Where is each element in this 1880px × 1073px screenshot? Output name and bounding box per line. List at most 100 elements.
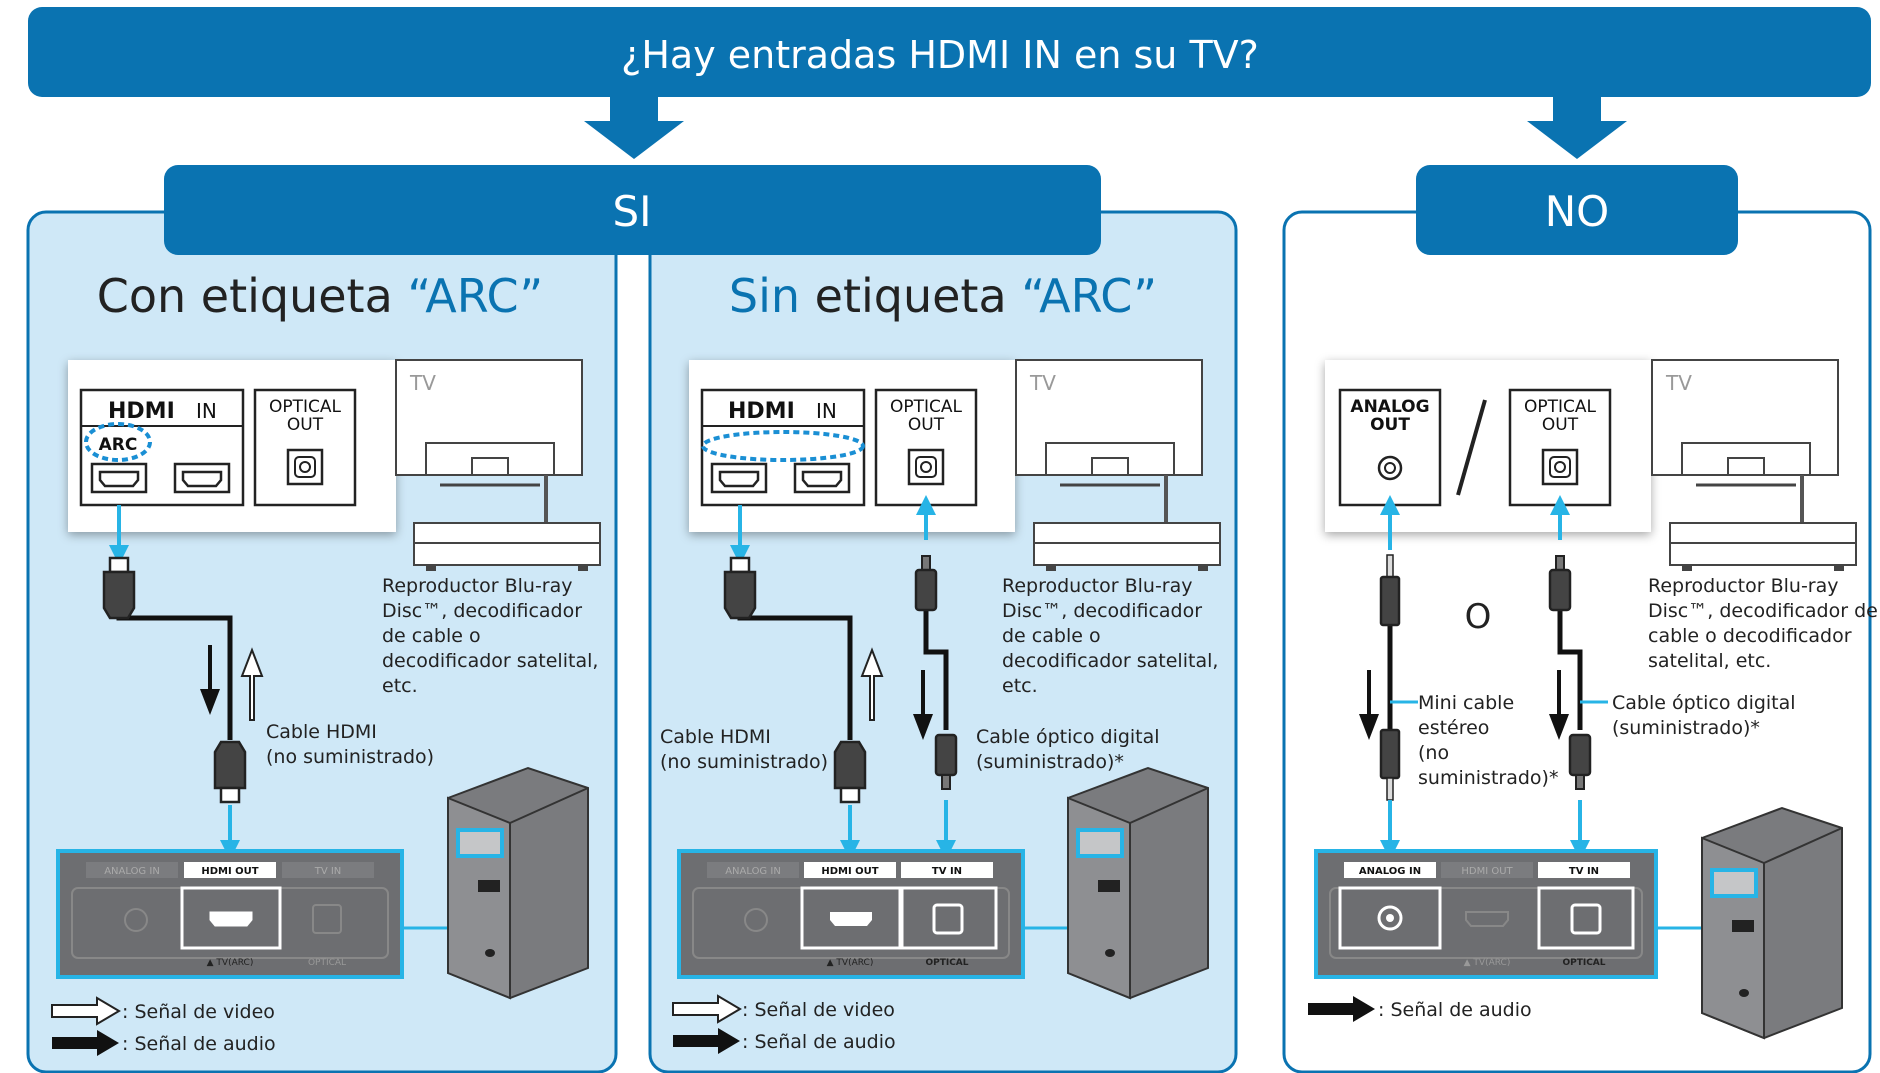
tv-label: TV [409, 371, 436, 395]
arc-highlight [84, 422, 152, 462]
optical-cable [923, 610, 949, 730]
svg-text:satelital, etc.: satelital, etc. [1648, 650, 1771, 672]
analog-in-label: ANALOG IN [1359, 866, 1421, 877]
tv-in-label: TV IN [932, 866, 962, 877]
no-arc-highlight [701, 430, 865, 462]
svg-text:etc.: etc. [382, 675, 418, 697]
optical-out-label: OPTICAL [890, 397, 963, 417]
panel-arc-title: Con etiqueta “ARC” [97, 269, 544, 323]
cable-label: Cable HDMI [266, 721, 377, 743]
player-description: Reproductor Blu-ray Disc™, decodificador… [382, 575, 598, 697]
optical-cable [1557, 610, 1583, 730]
svg-text:Disc™, decodificador de: Disc™, decodificador de [1648, 600, 1878, 622]
legend-video: : Señal de video [122, 1001, 275, 1023]
panel-no-content: ANALOG OUT OPTICAL OUT TV Reproductor Bl… [1308, 358, 1878, 1040]
audio-signal-arrow [1359, 670, 1379, 740]
no-label: NO [1545, 187, 1609, 236]
svg-text:Reproductor Blu-ray: Reproductor Blu-ray [382, 575, 573, 597]
analog-out-label: ANALOG [1350, 397, 1429, 417]
cable-label: Cable HDMI [660, 726, 771, 748]
audio-signal-arrow [200, 645, 220, 715]
slash-divider [1456, 399, 1487, 496]
analog-in-label: ANALOG IN [104, 866, 160, 877]
svg-text:de cable o: de cable o [382, 625, 481, 647]
panel-arc-content: HDMI IN ARC OPTICAL OUT TV Reproductor B… [51, 358, 602, 1056]
unit-sub-label: ▲ TV(ARC) [1464, 958, 1511, 968]
hdmi-out-label: HDMI OUT [201, 866, 258, 877]
cable-label: (no suministrado) [266, 746, 434, 768]
panel-noarc-content: HDMI IN OPTICAL OUT TV Reproductor Blu-r… [660, 358, 1222, 1054]
legend-video: : Señal de video [742, 999, 895, 1021]
unit-sub-label: ▲ TV(ARC) [827, 958, 874, 968]
hdmi-out-label: HDMI OUT [1461, 866, 1513, 877]
or-label: O [1465, 597, 1492, 637]
cable-label: Cable óptico digital [976, 726, 1160, 748]
optical-out-block [253, 388, 357, 507]
cable-label: estéreo [1418, 717, 1489, 739]
svg-text:cable o decodificador: cable o decodificador [1648, 625, 1852, 647]
audio-legend-arrow [52, 1030, 119, 1056]
soundbar-unit-icon [1700, 806, 1844, 1040]
cable-label: suministrado)* [1418, 767, 1558, 789]
player-description: Reproductor Blu-ray Disc™, decodificador… [1002, 575, 1218, 697]
yes-label: SI [612, 187, 651, 236]
svg-text:Disc™, decodificador: Disc™, decodificador [382, 600, 582, 622]
cable-label: (no [1418, 742, 1449, 764]
tv-in-label: TV IN [314, 866, 342, 877]
analog-out-label: OUT [1370, 415, 1410, 435]
cable-label: Cable óptico digital [1612, 692, 1796, 714]
cable-label: (suministrado)* [1612, 717, 1760, 739]
video-signal-arrow [860, 647, 884, 721]
svg-text:decodificador satelital,: decodificador satelital, [1002, 650, 1218, 672]
legend-audio: : Señal de audio [742, 1031, 896, 1053]
audio-legend-arrow [673, 1028, 740, 1054]
arc-tag: ARC [99, 435, 138, 455]
tv-label: TV [1665, 371, 1692, 395]
optical-out-label: OUT [287, 415, 324, 435]
arrow-down-icon [1527, 97, 1627, 159]
optical-out-label: OPTICAL [269, 397, 342, 417]
svg-text:etc.: etc. [1002, 675, 1038, 697]
svg-text:de cable o: de cable o [1002, 625, 1101, 647]
video-legend-arrow [672, 994, 742, 1024]
hdmi-in-label: IN [196, 399, 217, 423]
question-text: ¿Hay entradas HDMI IN en su TV? [621, 33, 1259, 77]
tv-in-label: TV IN [1569, 866, 1599, 877]
soundbar-unit-icon [446, 766, 590, 1000]
tv-ports-callout [68, 360, 396, 532]
optical-out-label: OUT [908, 415, 945, 435]
tv-ports-callout [1325, 360, 1651, 532]
legend-audio: : Señal de audio [122, 1033, 276, 1055]
audio-legend-arrow [1308, 996, 1375, 1022]
unit-sub-label: OPTICAL [1562, 958, 1605, 968]
analog-in-label: ANALOG IN [725, 866, 781, 877]
unit-sub-label: OPTICAL [925, 958, 968, 968]
audio-signal-arrow [913, 670, 933, 740]
audio-signal-arrow [1549, 670, 1569, 740]
tv-label: TV [1029, 371, 1056, 395]
legend-audio: : Señal de audio [1378, 999, 1532, 1021]
unit-sub-label: ▲ TV(ARC) [207, 958, 254, 968]
hdmi-in-block [79, 388, 245, 507]
panel-noarc-title: Sin etiqueta “ARC” [729, 269, 1157, 323]
svg-text:Reproductor Blu-ray: Reproductor Blu-ray [1002, 575, 1193, 597]
arrow-down-icon [584, 97, 684, 159]
svg-text:decodificador satelital,: decodificador satelital, [382, 650, 598, 672]
soundbar-unit-icon [1066, 766, 1210, 1000]
optical-out-label: OPTICAL [1524, 397, 1597, 417]
video-signal-arrow [240, 647, 264, 721]
question-banner [28, 7, 1871, 97]
hdmi-logo: HDMI [728, 399, 795, 424]
hdmi-in-label: IN [816, 399, 837, 423]
unit-sub-label: OPTICAL [308, 958, 346, 968]
hdmi-logo: HDMI [108, 399, 175, 424]
svg-text:Disc™, decodificador: Disc™, decodificador [1002, 600, 1202, 622]
video-legend-arrow [51, 996, 121, 1026]
cable-label: Mini cable [1418, 692, 1514, 714]
no-tab [1416, 165, 1738, 255]
svg-text:Reproductor Blu-ray: Reproductor Blu-ray [1648, 575, 1839, 597]
yes-tab [164, 165, 1101, 255]
cable-label: (no suministrado) [660, 751, 828, 773]
player-description: Reproductor Blu-ray Disc™, decodificador… [1648, 575, 1878, 672]
